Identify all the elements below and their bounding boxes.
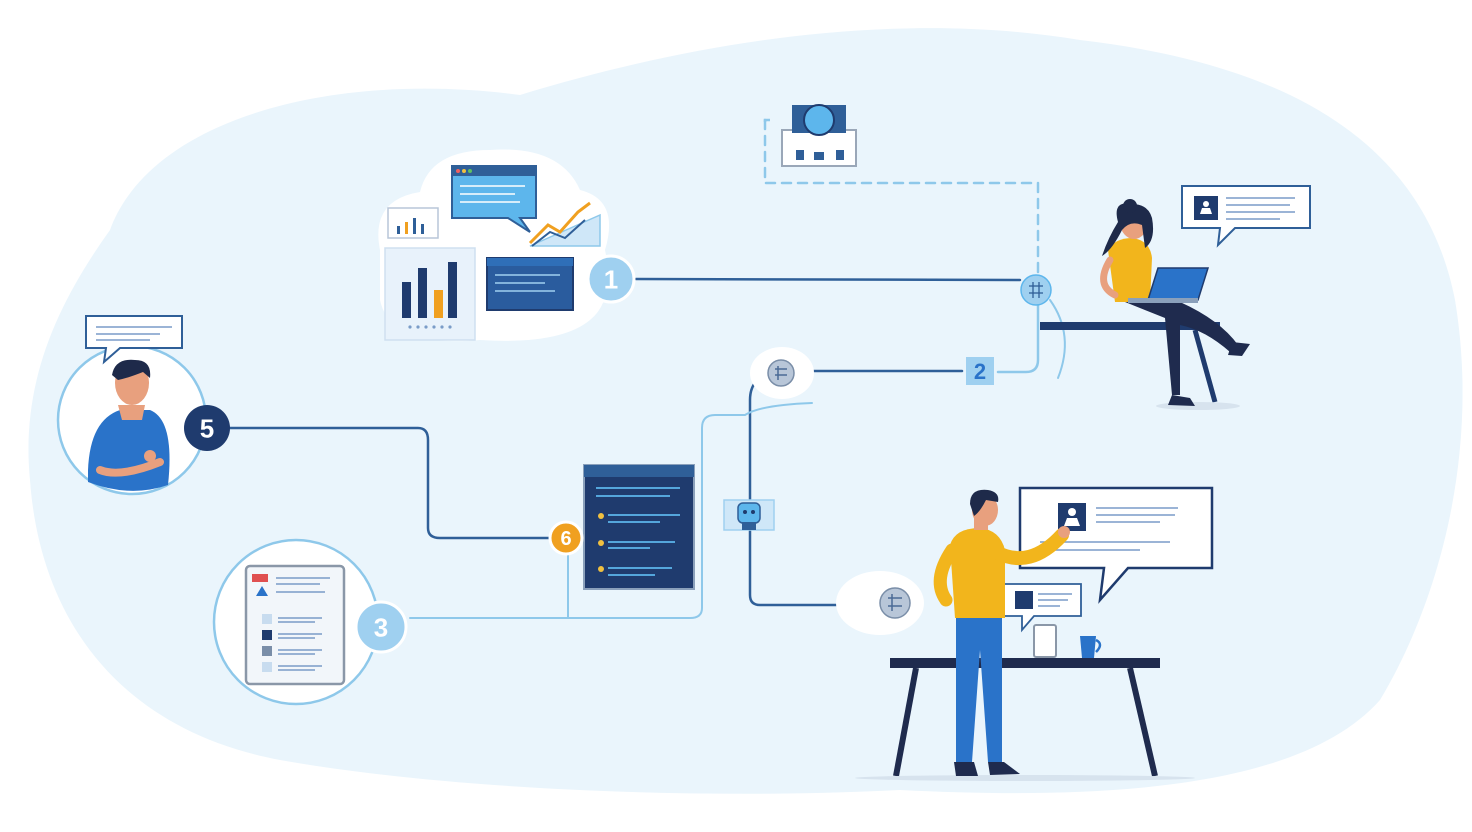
step-3-badge: 3 [354, 600, 408, 654]
coffee-mug-icon [1080, 636, 1102, 658]
connector-dashed [763, 118, 1040, 277]
connector-hub-curve [1049, 299, 1066, 379]
step-2-label: 2 [974, 359, 986, 384]
central-screen [583, 464, 695, 590]
connector-5-6 [228, 426, 552, 540]
step-5-badge: 5 [184, 405, 230, 451]
laptop-icon [1128, 267, 1210, 303]
step-5-label: 5 [200, 413, 214, 443]
network-node-icon [750, 347, 814, 399]
bar-chart-card [384, 247, 476, 341]
step-6-shape [548, 520, 584, 556]
mini-chart-bars [397, 218, 424, 234]
network-node-lower [836, 571, 924, 635]
analytics-cluster [378, 149, 610, 342]
woman-with-laptop [1040, 185, 1311, 410]
bar-chart-icon [402, 262, 457, 329]
hub-node [1020, 274, 1052, 306]
step-1-badge: 1 [586, 254, 636, 304]
step-badges: 1 2 3 5 6 [184, 254, 994, 654]
step-5-shape [184, 405, 230, 451]
step-6-badge: 6 [548, 520, 584, 556]
step-2-shape [966, 357, 994, 385]
step-1-shape [586, 254, 636, 304]
video-call-icon [763, 104, 857, 167]
man-in-blue-avatar [56, 315, 208, 496]
step-3-label: 3 [374, 612, 388, 642]
step-2-badge: 2 [966, 357, 994, 385]
connector-1 [634, 277, 1022, 282]
step-3-shape [354, 600, 408, 654]
connector-light-curve [409, 402, 813, 619]
line-chart-icon [528, 201, 601, 247]
robot-icon [723, 499, 775, 531]
connector-hub-2 [996, 303, 1040, 374]
checklist-avatar [212, 538, 380, 706]
step-6-label: 6 [560, 528, 571, 550]
man-at-whiteboard [855, 486, 1214, 781]
checklist-icon [244, 564, 346, 686]
step-1-label: 1 [604, 264, 618, 294]
